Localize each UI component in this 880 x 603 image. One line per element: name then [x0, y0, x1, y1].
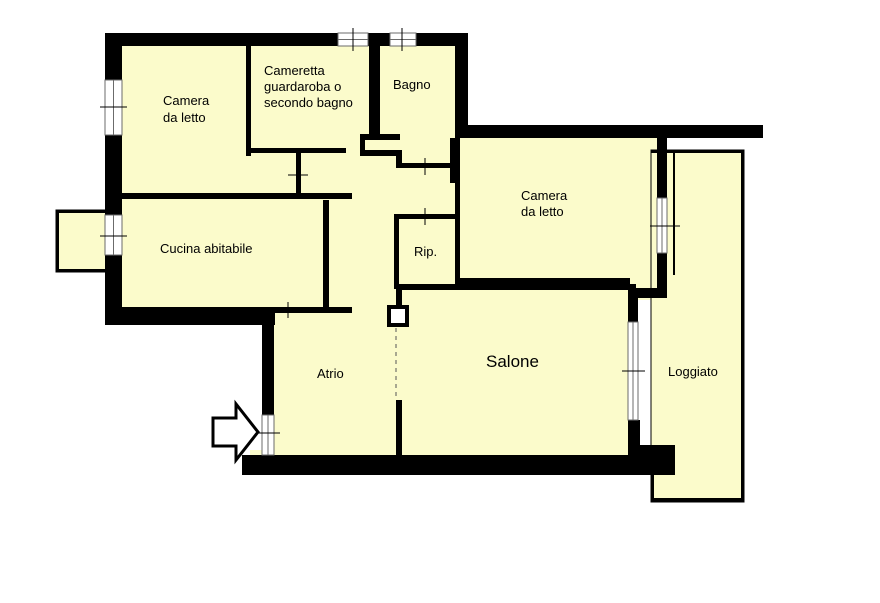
room-label-ripostiglio: Rip.: [414, 244, 437, 259]
room-label-cucina: Cucina abitabile: [160, 241, 253, 256]
inner-walls: [122, 46, 636, 458]
room-label-atrio: Atrio: [317, 366, 344, 381]
room-label-camera-2: Camera da letto: [521, 188, 568, 219]
svg-text:Camera: Camera: [163, 93, 210, 108]
svg-text:Camera: Camera: [521, 188, 568, 203]
svg-text:Cameretta: Cameretta: [264, 63, 325, 78]
svg-text:da letto: da letto: [163, 110, 206, 125]
windows: [100, 28, 680, 456]
room-label-cameretta: Cameretta guardaroba o secondo bagno: [264, 63, 353, 110]
loggiato-border: [650, 149, 745, 503]
balcony-floor: [58, 212, 106, 270]
svg-text:da letto: da letto: [521, 204, 564, 219]
svg-text:secondo bagno: secondo bagno: [264, 95, 353, 110]
svg-text:guardaroba o: guardaroba o: [264, 79, 341, 94]
entrance-arrow-icon: [211, 399, 260, 465]
room-label-salone: Salone: [486, 352, 539, 371]
room-label-bagno: Bagno: [393, 77, 431, 92]
room-label-camera-1: Camera da letto: [163, 93, 210, 125]
room-label-loggiato: Loggiato: [668, 364, 718, 379]
door-marks: [278, 158, 440, 318]
